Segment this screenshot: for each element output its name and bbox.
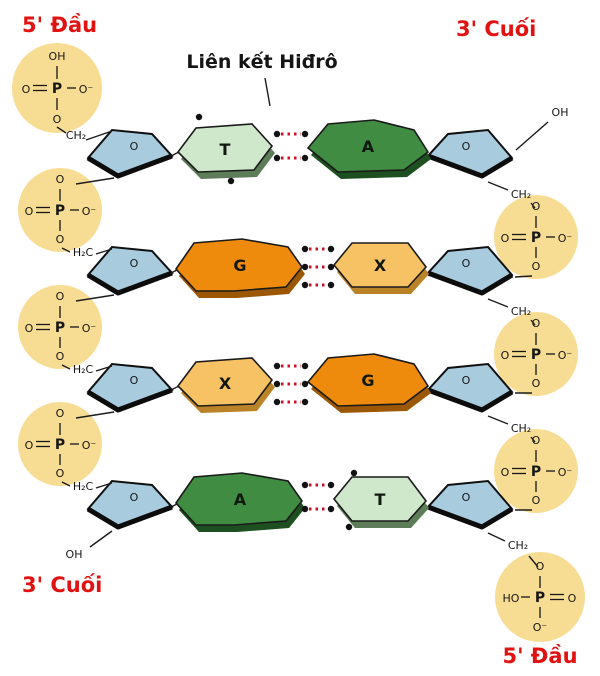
phosphate-right-4 (494, 551, 586, 643)
phosphate-left-2 (17, 167, 103, 253)
base-face (306, 119, 430, 173)
h2c-left-row4: H₂C (73, 480, 94, 493)
base-cytosine-row2: X (332, 242, 429, 294)
label-5prime-bottom-right: 5' Đầu (502, 644, 577, 668)
base-face (176, 123, 274, 173)
phosphate-right-2 (493, 311, 579, 397)
hydrogen-bonds-row2 (301, 245, 335, 289)
hydrogen-bonds-row3 (273, 362, 309, 406)
hydrogen-bonds-row1 (195, 113, 309, 185)
hydrogen-bonds-row4 (301, 469, 358, 531)
base-letter: T (375, 490, 386, 509)
phosphate-left-3 (17, 284, 103, 370)
ch2-right-row4: CH₂ (508, 539, 528, 552)
sugar-left-row2 (88, 247, 172, 293)
oh-3prime-top-right: OH (552, 106, 569, 119)
base-letter: X (374, 256, 387, 275)
sugar-left-row4 (88, 481, 172, 527)
base-thymine-row4: T (332, 476, 429, 528)
ch2-left-row1: CH₂ (66, 129, 86, 142)
hydrogen-bond-pointer-line (264, 77, 271, 107)
label-3prime-top-right: 3' Cuối (456, 17, 536, 41)
ch2-right-row3: CH₂ (511, 422, 531, 435)
phosphate-right-1 (493, 194, 579, 280)
base-letter: T (220, 140, 231, 159)
base-letter: A (234, 490, 247, 509)
ch2-right-row2: CH₂ (511, 305, 531, 318)
hydrogen-bond-title: Liên kết Hiđrô (186, 50, 337, 73)
base-face (332, 476, 428, 522)
base-face (306, 353, 430, 407)
base-letter: G (361, 371, 374, 390)
label-5prime-top-left: 5' Đầu (22, 13, 97, 37)
sugar-left-row3 (88, 364, 172, 410)
phosphate-left-4 (17, 401, 103, 487)
base-face (176, 357, 274, 407)
sugar-left-row1 (88, 130, 172, 176)
left-backbone-connectors (56, 126, 115, 548)
base-guanine-row2: G (174, 238, 305, 298)
phosphate-left-1 (11, 42, 103, 134)
base-face (174, 472, 303, 526)
sugar-right-row1 (428, 130, 512, 176)
oh-3prime-bottom-left: OH (66, 548, 83, 561)
base-letter: X (219, 374, 232, 393)
right-backbone-connectors (487, 121, 549, 568)
base-thymine-row1: T (176, 123, 275, 179)
glycosidic-bonds (170, 151, 180, 508)
label-3prime-bottom-left: 3' Cuối (22, 573, 102, 597)
h2c-left-row2: H₂C (73, 246, 94, 259)
base-face (332, 242, 428, 288)
ch2-right-row1: CH₂ (511, 188, 531, 201)
phosphate-right-3 (493, 428, 579, 514)
base-letter: G (233, 256, 246, 275)
h2c-left-row3: H₂C (73, 363, 94, 376)
base-adenine-row4: A (174, 472, 305, 532)
base-letter: A (362, 137, 375, 156)
base-guanine-row3: G (306, 353, 431, 413)
base-adenine-row1: A (306, 119, 431, 179)
base-cytosine-row3: X (176, 357, 275, 413)
